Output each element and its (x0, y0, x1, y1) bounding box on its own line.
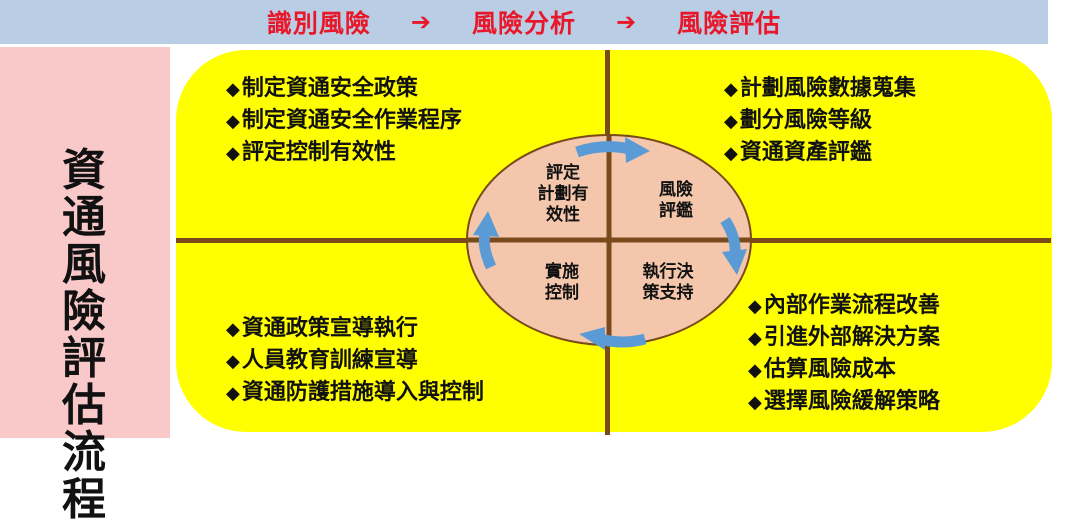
title-char: 程 (62, 474, 106, 525)
sidebar: 資 通 風 險 評 估 流 程 (0, 47, 170, 523)
list-item: ◆估算風險成本 (748, 357, 896, 382)
diamond-bullet-icon: ◆ (724, 79, 738, 100)
title-char: 估 (62, 380, 106, 431)
title-char: 資 (62, 145, 106, 196)
cycle-label-implement-control: 實施 控制 (545, 262, 579, 303)
diamond-bullet-icon: ◆ (226, 351, 240, 372)
title-char: 風 (62, 239, 106, 290)
title-char: 評 (62, 333, 106, 384)
cycle-label-evaluate-effectiveness: 評定 計劃有 效性 (537, 163, 589, 225)
diamond-bullet-icon: ◆ (226, 383, 240, 404)
right-arrow-icon: ➔ (410, 8, 432, 36)
diamond-bullet-icon: ◆ (226, 79, 240, 100)
right-arrow-icon: ➔ (616, 8, 638, 36)
cycle-arrow-icon (720, 217, 747, 275)
list-item: ◆評定控制有效性 (226, 140, 396, 165)
list-item: ◆資通防護措施導入與控制 (226, 380, 484, 405)
quadrant-bottom-left-list: ◆資通政策宣導執行 ◆人員教育訓練宣導 ◆資通防護措施導入與控制 (226, 313, 484, 409)
quadrant-top-left-list: ◆制定資通安全政策 ◆制定資通安全作業程序 ◆評定控制有效性 (226, 73, 462, 169)
diamond-bullet-icon: ◆ (748, 296, 762, 317)
cycle-diagram (466, 134, 752, 350)
title-char: 通 (62, 192, 106, 243)
list-item: ◆資通政策宣導執行 (226, 316, 418, 341)
list-item: ◆選擇風險緩解策略 (748, 389, 940, 414)
diamond-bullet-icon: ◆ (226, 111, 240, 132)
diamond-bullet-icon: ◆ (748, 392, 762, 413)
title-char: 險 (62, 286, 106, 337)
diamond-bullet-icon: ◆ (724, 111, 738, 132)
banner-step-evaluate: 風險評估 (677, 9, 782, 38)
title-char: 流 (62, 427, 106, 478)
diamond-bullet-icon: ◆ (226, 143, 240, 164)
list-item: ◆制定資通安全政策 (226, 76, 418, 101)
sidebar-title: 資 通 風 險 評 估 流 程 (54, 147, 114, 523)
diamond-bullet-icon: ◆ (748, 360, 762, 381)
list-item: ◆資通資產評鑑 (724, 140, 872, 165)
cycle-arrow-icon (575, 137, 650, 163)
list-item: ◆計劃風險數據蒐集 (724, 76, 916, 101)
list-item: ◆劃分風險等級 (724, 108, 872, 133)
quadrant-top-right-list: ◆計劃風險數據蒐集 ◆劃分風險等級 ◆資通資產評鑑 (724, 73, 916, 169)
diamond-bullet-icon: ◆ (724, 143, 738, 164)
banner-step-analyze: 風險分析 (471, 9, 576, 38)
banner-step-identify: 識別風險 (266, 9, 371, 38)
diamond-bullet-icon: ◆ (226, 319, 240, 340)
cycle-arrow-icon (579, 327, 647, 350)
list-item: ◆制定資通安全作業程序 (226, 108, 462, 133)
process-banner: 識別風險 ➔ 風險分析 ➔ 風險評估 (0, 0, 1048, 44)
list-item: ◆人員教育訓練宣導 (226, 348, 418, 373)
quadrant-bottom-right-list: ◆內部作業流程改善 ◆引進外部解決方案 ◆估算風險成本 ◆選擇風險緩解策略 (748, 290, 940, 418)
list-item: ◆內部作業流程改善 (748, 293, 940, 318)
diamond-bullet-icon: ◆ (748, 328, 762, 349)
cycle-arrow-icon (473, 211, 499, 270)
cycle-label-risk-assessment: 風險 評鑑 (659, 180, 693, 221)
cycle-label-decision-support: 執行決 策支持 (642, 262, 694, 303)
list-item: ◆引進外部解決方案 (748, 325, 940, 350)
